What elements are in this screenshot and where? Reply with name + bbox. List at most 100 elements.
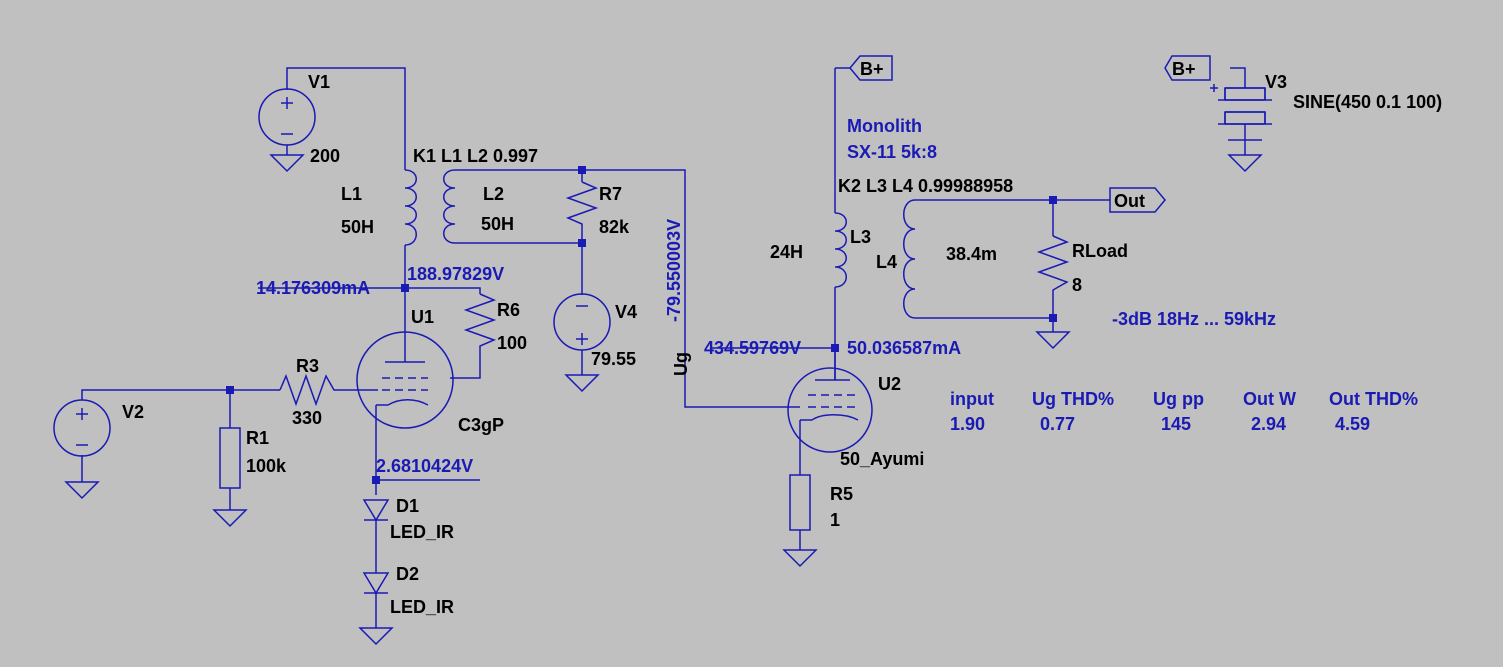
r1-value: 100k: [246, 456, 287, 476]
ground-symbol: [564, 374, 600, 393]
bandwidth-note: -3dB 18Hz ... 59kHz: [1112, 309, 1276, 329]
r3-value: 330: [292, 408, 322, 428]
net-label-out: Out: [1114, 191, 1145, 211]
inductor-l3[interactable]: [834, 212, 847, 288]
ground-symbol: [358, 627, 394, 646]
u1-value: C3gP: [458, 415, 504, 435]
results-header: Ug pp: [1153, 389, 1204, 409]
rload-value: 8: [1072, 275, 1082, 295]
results-value: 0.77: [1040, 414, 1075, 434]
d1-value: LED_IR: [390, 522, 454, 542]
r7-value: 82k: [599, 217, 630, 237]
ug-net-label: Ug: [671, 352, 691, 376]
v2-name: V2: [122, 402, 144, 422]
resistor-rload[interactable]: [1036, 235, 1070, 296]
inductor-l4[interactable]: [903, 199, 916, 319]
net-flag-out[interactable]: Out: [1109, 187, 1166, 213]
junction-dot: [578, 239, 586, 247]
junction-dot: [226, 386, 234, 394]
inductor-l2[interactable]: [443, 169, 456, 244]
v3-value: SINE(450 0.1 100): [1293, 92, 1442, 112]
r1-name: R1: [246, 428, 269, 448]
results-header: input: [950, 389, 994, 409]
ground-symbol: [1035, 331, 1071, 350]
d1-name: D1: [396, 496, 419, 516]
junction-dot: [1049, 196, 1057, 204]
junction-dot: [372, 476, 380, 484]
l1-value: 50H: [341, 217, 374, 237]
results-header: Out THD%: [1329, 389, 1418, 409]
ground-symbol: [64, 481, 100, 500]
r6-value: 100: [497, 333, 527, 353]
u2-plate-voltage: 434.59769V: [704, 338, 801, 358]
r3-name: R3: [296, 356, 319, 376]
results-value: 145: [1161, 414, 1191, 434]
voltage-source-v1[interactable]: [258, 88, 316, 146]
u1-name: U1: [411, 307, 434, 327]
v3-name: V3: [1265, 72, 1287, 92]
v1-name: V1: [308, 72, 330, 92]
voltage-source-v4[interactable]: [553, 293, 611, 351]
transformer-note-line1: Monolith: [847, 116, 922, 136]
resistor-r3[interactable]: [279, 373, 340, 407]
ug-voltage: -79.550003V: [664, 219, 684, 322]
junction-dot: [578, 166, 586, 174]
junction-dots: [226, 166, 1057, 484]
junction-dot: [1049, 314, 1057, 322]
voltage-source-v3[interactable]: [1210, 84, 1272, 141]
l1-name: L1: [341, 184, 362, 204]
grounds: [64, 154, 1263, 646]
d2-value: LED_IR: [390, 597, 454, 617]
l4-value: 38.4m: [946, 244, 997, 264]
l4-name: L4: [876, 252, 897, 272]
l3-value: 24H: [770, 242, 803, 262]
l2-name: L2: [483, 184, 504, 204]
rload-name: RLoad: [1072, 241, 1128, 261]
diode-d1[interactable]: [362, 499, 390, 522]
v4-name: V4: [615, 302, 637, 322]
tube-u1[interactable]: [356, 331, 454, 429]
v1-value: 200: [310, 146, 340, 166]
annotations: Monolith SX-11 5k:8 14.176309mA 188.9782…: [256, 116, 1418, 476]
ground-symbol: [212, 509, 248, 528]
u2-plate-current: 50.036587mA: [847, 338, 961, 358]
net-label-bplus: B+: [1172, 59, 1196, 79]
net-flag-bplus-2[interactable]: B+: [1164, 55, 1211, 81]
resistor-r1[interactable]: [219, 427, 241, 489]
diode-d2[interactable]: [362, 572, 390, 595]
tube-u2[interactable]: [787, 348, 873, 453]
results-value: 1.90: [950, 414, 985, 434]
resistor-r6[interactable]: [463, 293, 497, 350]
k2-coupling: K2 L3 L4 0.99988958: [838, 176, 1013, 196]
results-value: 4.59: [1335, 414, 1370, 434]
net-label-bplus: B+: [860, 59, 884, 79]
d2-name: D2: [396, 564, 419, 584]
k1-coupling: K1 L1 L2 0.997: [413, 146, 538, 166]
u1-cathode-current: 14.176309mA: [256, 278, 370, 298]
u1-plate-voltage: 188.97829V: [407, 264, 504, 284]
u1-cathode-voltage: 2.6810424V: [376, 456, 473, 476]
resistor-r5[interactable]: [789, 474, 811, 531]
net-flag-bplus-1[interactable]: B+: [849, 55, 893, 81]
junction-dot: [401, 284, 409, 292]
results-value: 2.94: [1251, 414, 1286, 434]
l2-value: 50H: [481, 214, 514, 234]
ground-symbol: [782, 549, 818, 568]
ground-symbol: [1227, 154, 1263, 173]
r7-name: R7: [599, 184, 622, 204]
voltage-source-v2[interactable]: [53, 399, 111, 457]
r5-value: 1: [830, 510, 840, 530]
component-labels: V1 200 V2 V3 SINE(450 0.1 100) V4 79.55 …: [122, 72, 1442, 617]
v4-value: 79.55: [591, 349, 636, 369]
wires: [81, 67, 1246, 628]
resistor-r7[interactable]: [565, 181, 599, 230]
ground-symbol: [269, 154, 305, 173]
inductor-l1[interactable]: [404, 169, 417, 246]
results-header: Ug THD%: [1032, 389, 1114, 409]
l3-name: L3: [850, 227, 871, 247]
results-header: Out W: [1243, 389, 1296, 409]
u2-value: 50_Ayumi: [840, 449, 924, 469]
r5-name: R5: [830, 484, 853, 504]
u2-name: U2: [878, 374, 901, 394]
r6-name: R6: [497, 300, 520, 320]
